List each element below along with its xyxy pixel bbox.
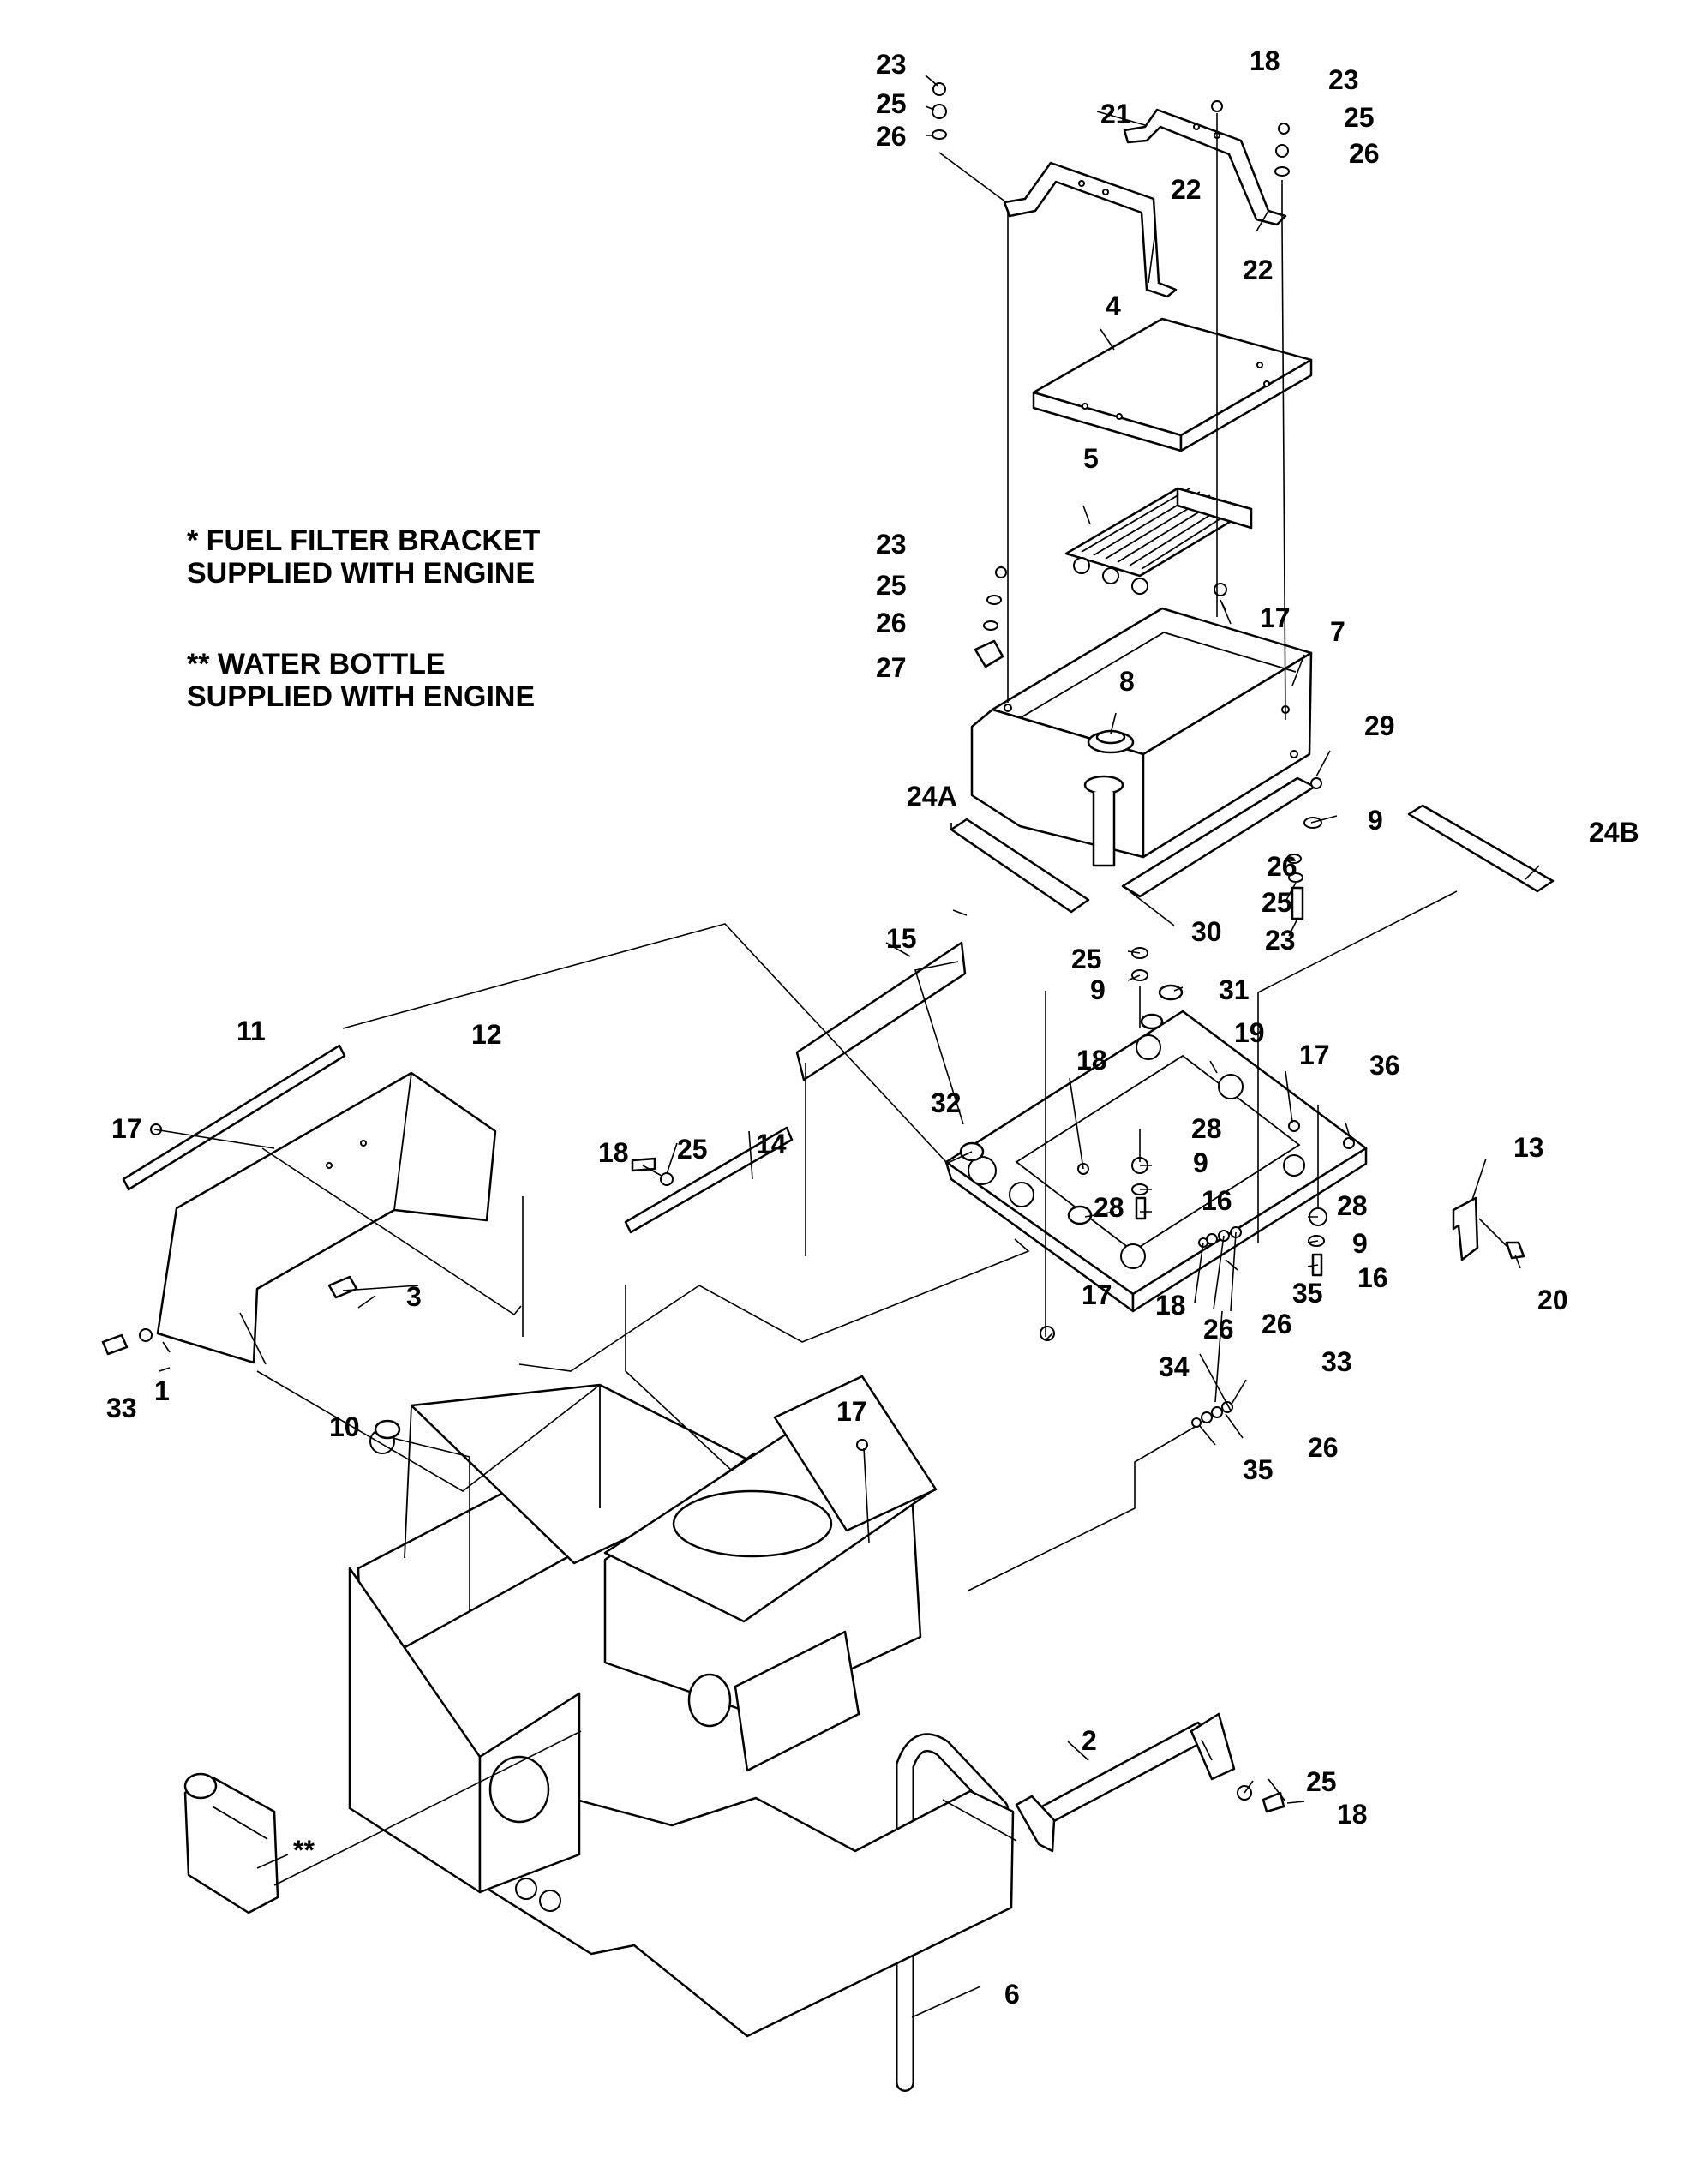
callout-10: 10 — [329, 1411, 360, 1442]
callout-28: 28 — [1191, 1113, 1222, 1144]
water-bottle-note-line-1: ** WATER BOTTLE — [187, 648, 446, 680]
callout-18: 18 — [1076, 1045, 1107, 1076]
callout-16: 16 — [1357, 1262, 1388, 1293]
machine-frame — [348, 1375, 1015, 2038]
callout-17: 17 — [1082, 1279, 1112, 1310]
fuel-filter-bracket-note: * FUEL FILTER BRACKET SUPPLIED WITH ENGI… — [187, 524, 540, 590]
shield-strip — [122, 1044, 346, 1191]
callout-4: 4 — [1106, 291, 1121, 321]
leader-lines — [153, 75, 1540, 2018]
callout-26: 26 — [1308, 1432, 1339, 1463]
radiator-top-cover — [1032, 317, 1313, 452]
callout-32: 32 — [931, 1087, 962, 1118]
callout-13: 13 — [1513, 1132, 1544, 1163]
callout-9: 9 — [1090, 974, 1106, 1005]
water-bottle-note: ** WATER BOTTLE SUPPLIED WITH ENGINE — [187, 648, 535, 713]
callout-18: 18 — [1250, 45, 1280, 76]
fuel-filter-note-line-1: * FUEL FILTER BRACKET — [187, 524, 541, 557]
callout-33: 33 — [1321, 1346, 1352, 1377]
callout-9: 9 — [1352, 1228, 1368, 1259]
callout-26: 26 — [876, 121, 907, 152]
callout-25: 25 — [677, 1134, 708, 1165]
fuel-filter-note-line-2: SUPPLIED WITH ENGINE — [187, 557, 536, 590]
callout-25: 25 — [1306, 1766, 1337, 1797]
callout-22: 22 — [1243, 255, 1274, 285]
callout-23: 23 — [1328, 64, 1359, 95]
callout-25: 25 — [1071, 944, 1102, 974]
callout-18: 18 — [1337, 1799, 1368, 1830]
callout-31: 31 — [1219, 974, 1250, 1005]
water-bottle — [183, 1772, 279, 1914]
hold-down-strap-right — [1123, 108, 1287, 226]
radiator-base-plate — [944, 1010, 1368, 1313]
radiator-assembly — [970, 607, 1313, 867]
callout-36: 36 — [1369, 1050, 1400, 1081]
callout-33: 33 — [106, 1393, 137, 1423]
callout-25: 25 — [1344, 102, 1375, 133]
callout-23: 23 — [1265, 925, 1296, 956]
callout-17: 17 — [1299, 1040, 1330, 1070]
callout-30: 30 — [1191, 916, 1222, 947]
callout-14: 14 — [756, 1129, 787, 1159]
callout-6: 6 — [1004, 1979, 1020, 2010]
callout-1: 1 — [154, 1375, 170, 1406]
bracket-strip-15 — [795, 941, 967, 1082]
callout-16: 16 — [1202, 1185, 1232, 1216]
oil-cooler — [1064, 487, 1253, 595]
callout-25: 25 — [1262, 887, 1292, 918]
callout-24b: 24B — [1589, 817, 1639, 848]
callout-26: 26 — [1203, 1314, 1234, 1345]
callout-5: 5 — [1083, 443, 1099, 474]
rear-bracket — [1015, 1712, 1236, 1853]
callout-19: 19 — [1234, 1017, 1265, 1048]
callout-26: 26 — [1262, 1309, 1292, 1339]
callout-34: 34 — [1159, 1351, 1190, 1382]
callout-35: 35 — [1243, 1454, 1274, 1485]
callout-18: 18 — [1155, 1290, 1186, 1321]
callout-28: 28 — [1094, 1192, 1124, 1223]
callout-15: 15 — [886, 923, 917, 954]
callout-27: 27 — [876, 652, 907, 683]
callout-17: 17 — [111, 1113, 142, 1144]
callout-17: 17 — [836, 1396, 867, 1427]
callout-26: 26 — [1267, 851, 1297, 882]
water-bottle-note-line-2: SUPPLIED WITH ENGINE — [187, 680, 536, 713]
callout-11: 11 — [237, 1016, 266, 1046]
callout-24a: 24A — [907, 781, 957, 812]
hinge-bracket — [1452, 1196, 1479, 1261]
callout-25: 25 — [876, 570, 907, 601]
callout-25: 25 — [876, 88, 907, 119]
callout-26: 26 — [1349, 138, 1380, 169]
callout-35: 35 — [1292, 1278, 1323, 1309]
callout-23: 23 — [876, 49, 907, 80]
seal-strip-24a — [950, 818, 1090, 914]
callout-22: 22 — [1171, 174, 1202, 205]
callout-23: 23 — [876, 529, 907, 560]
callout-9: 9 — [1193, 1147, 1208, 1178]
seal-strip-24b — [1407, 804, 1555, 893]
callout-2: 2 — [1082, 1725, 1097, 1756]
callout-20: 20 — [1537, 1285, 1568, 1315]
callout-9: 9 — [1368, 805, 1383, 836]
callout-26: 26 — [876, 608, 907, 638]
side-shield — [156, 1071, 497, 1364]
callout-28: 28 — [1337, 1190, 1368, 1221]
callout-7: 7 — [1330, 616, 1345, 647]
callout-17: 17 — [1260, 602, 1291, 633]
callout-3: 3 — [406, 1281, 422, 1312]
callout-29: 29 — [1364, 710, 1395, 741]
callout-starstar: ** — [293, 1835, 315, 1866]
hold-down-strap-left — [1003, 161, 1178, 298]
callout-21: 21 — [1100, 99, 1131, 129]
callout-8: 8 — [1119, 666, 1135, 697]
callout-12: 12 — [471, 1019, 502, 1050]
callout-18: 18 — [598, 1137, 629, 1168]
